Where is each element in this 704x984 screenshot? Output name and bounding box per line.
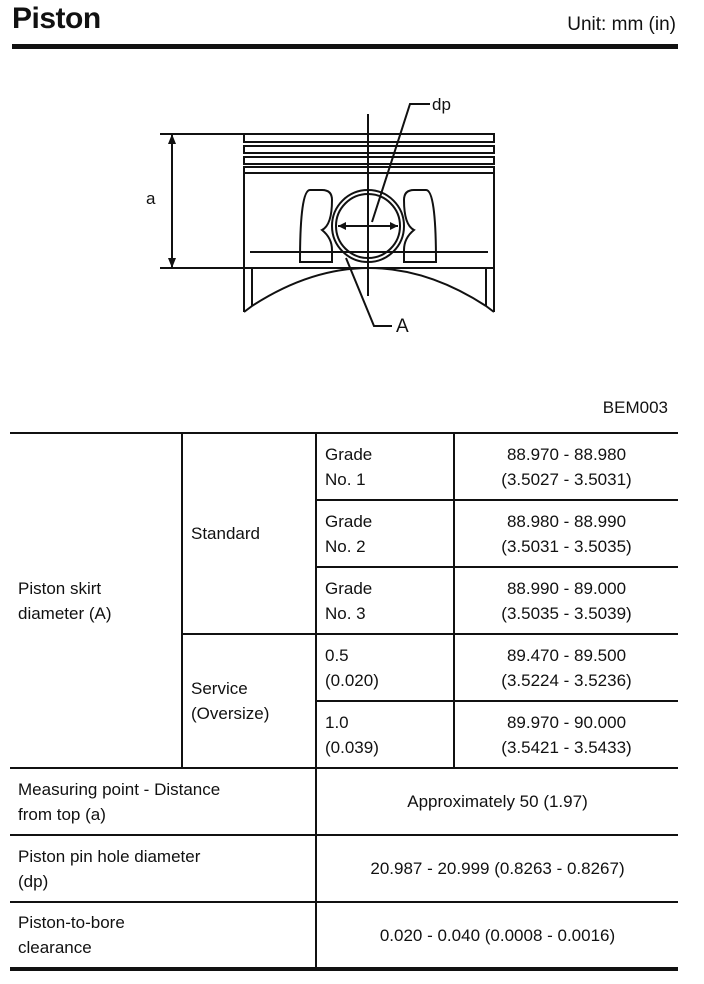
grade-cell: Grade No. 3: [315, 566, 455, 635]
spec-table: Piston skirt diameter (A) Standard Grade…: [10, 432, 678, 971]
value-cell: 88.980 - 88.990 (3.5031 - 3.5035): [453, 499, 678, 568]
grade-cell: Grade No. 2: [315, 499, 455, 568]
standard-label-cell: Standard: [181, 432, 317, 635]
skirt-label-cell: Piston skirt diameter (A): [10, 432, 183, 769]
table-row: Grade No. 3 88.990 - 89.000 (3.5035 - 3.…: [10, 566, 678, 635]
table-row: Piston skirt diameter (A) Standard Grade…: [10, 432, 678, 769]
table-row: Piston pin hole diameter (dp) 20.987 - 2…: [10, 834, 678, 903]
figure-id: BEM003: [602, 398, 668, 417]
grade-cell: 1.0 (0.039): [315, 700, 455, 769]
page-title: Piston: [12, 2, 101, 35]
label-a: a: [146, 189, 156, 208]
table-row: Service (Oversize) 0.5 (0.020) 89.470 - …: [10, 633, 678, 769]
value-cell: 88.990 - 89.000 (3.5035 - 3.5039): [453, 566, 678, 635]
table-row: Measuring point - Distance from top (a) …: [10, 767, 678, 836]
piston-diagram: dp a A: [146, 95, 495, 337]
service-label-cell: Service (Oversize): [181, 633, 317, 769]
measuring-point-label: Measuring point - Distance from top (a): [10, 767, 317, 836]
grade-cell: 0.5 (0.020): [315, 633, 455, 702]
pin-hole-label: Piston pin hole diameter (dp): [10, 834, 317, 903]
value-cell: 89.470 - 89.500 (3.5224 - 3.5236): [453, 633, 678, 702]
value-cell: 89.970 - 90.000 (3.5421 - 3.5433): [453, 700, 678, 769]
measuring-point-value: Approximately 50 (1.97): [315, 767, 678, 836]
label-A: A: [396, 316, 409, 337]
clearance-label: Piston-to-bore clearance: [10, 901, 317, 971]
value-cell: 88.970 - 88.980 (3.5027 - 3.5031): [453, 432, 678, 501]
grade-cell: Grade No. 1: [315, 432, 455, 501]
label-dp: dp: [432, 95, 451, 114]
table-row: Piston-to-bore clearance 0.020 - 0.040 (…: [10, 901, 678, 971]
clearance-value: 0.020 - 0.040 (0.0008 - 0.0016): [315, 901, 678, 971]
table-row: Grade No. 2 88.980 - 88.990 (3.5031 - 3.…: [10, 499, 678, 568]
table-row: 1.0 (0.039) 89.970 - 90.000 (3.5421 - 3.…: [10, 700, 678, 769]
pin-hole-value: 20.987 - 20.999 (0.8263 - 0.8267): [315, 834, 678, 903]
title-rule: [12, 44, 678, 49]
unit-label: Unit: mm (in): [567, 14, 676, 35]
